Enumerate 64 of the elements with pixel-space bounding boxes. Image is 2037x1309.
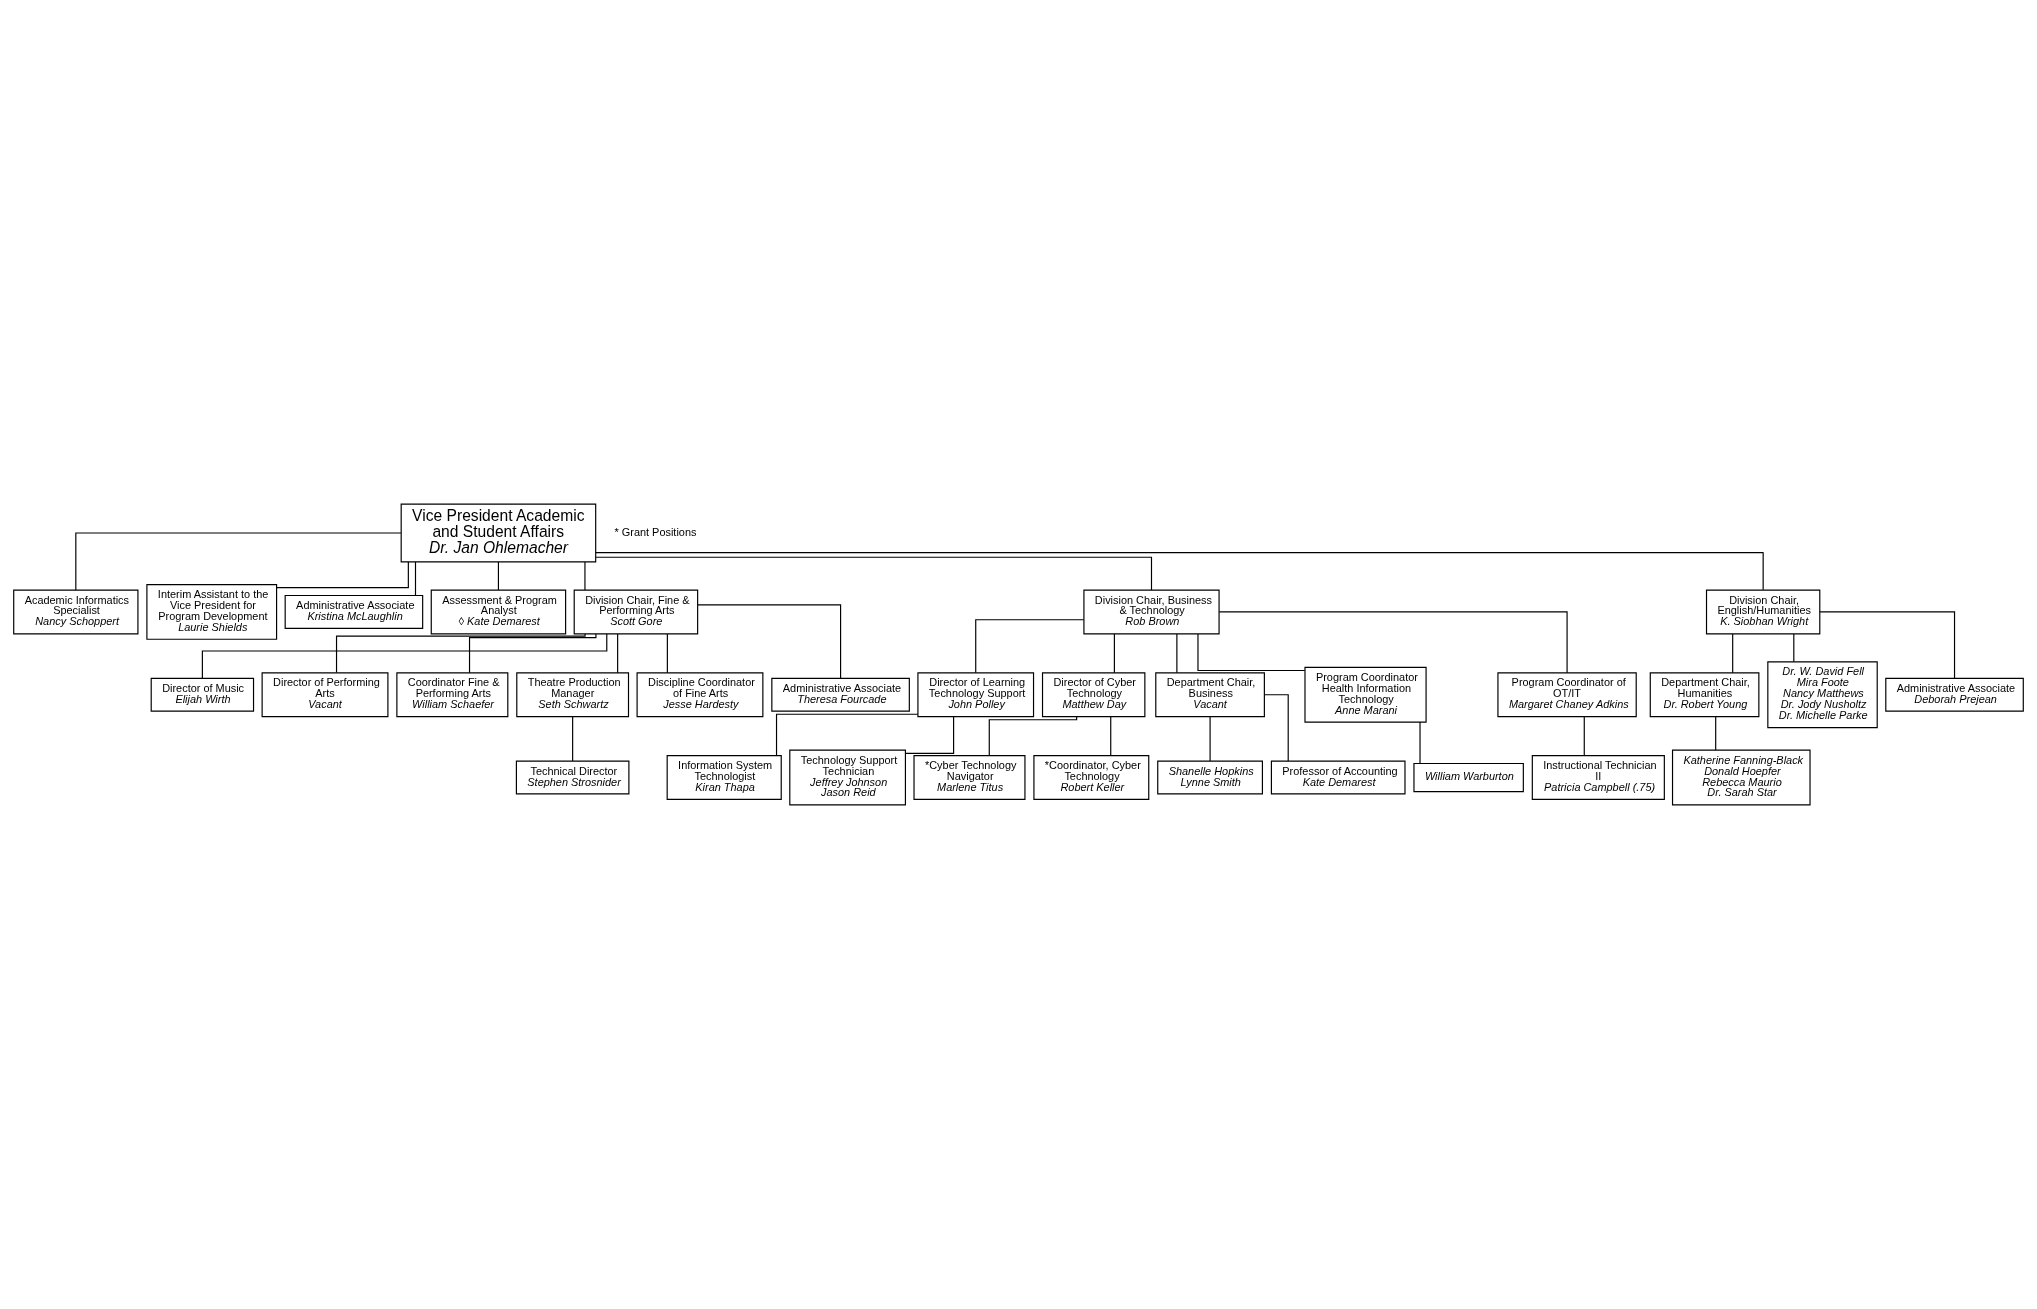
connector [1715,716,1717,751]
node-box: Division Chair, Business & Technology Rob Brown [1083,589,1220,635]
connector [572,716,574,762]
connector [75,532,402,591]
connector [1583,716,1585,757]
connector [1110,716,1112,757]
node-box: Administrative Associate Deborah Prejean [1885,677,2024,712]
connector [1732,633,1734,674]
node-box: Theatre Production Manager Seth Schwartz [516,672,630,718]
connector [617,633,619,674]
node-box: Instructional Technician II Patricia Campbell (.75) [1531,755,1665,800]
node-box: Vice President Academic and Student Affairs Dr. Jan Ohlemacher [400,503,597,563]
connector [697,604,842,679]
label: * Grant Positions [614,525,697,538]
connector [1176,633,1178,674]
node-box: Information System Technologist Kiran Thapa [666,755,782,800]
node-box: Department Chair, Business Vacant [1155,672,1265,718]
node-box: *Cyber Technology Navigator Marlene Titus [913,755,1026,800]
connector [1793,633,1795,663]
connector [1209,716,1211,762]
node-box: Discipline Coordinator of Fine Arts Jesse Hardesty [636,672,764,718]
node-box: Coordinator Fine & Performing Arts William Schaefer [396,672,509,718]
node-box: Academic Informatics Specialist Nancy Schoppert [13,589,139,635]
node-box: Interim Assistant to the Vice President for Program Development Laurie Shields [146,584,278,640]
node-box: Director of Performing Arts Vacant [261,672,389,718]
connector [468,633,597,674]
connector [775,713,919,756]
node-box: Technology Support Technician Jeffrey Johnson Jason Reid [789,749,906,806]
node-box: Director of Learning Technology Support John Polley [917,672,1035,718]
connector [595,551,1764,591]
connector [497,561,500,591]
connector [1113,633,1115,674]
connector [1197,633,1306,672]
connector [975,619,1085,674]
node-box: Director of Music Elijah Wirth [150,677,255,712]
connector [595,556,1153,591]
connector [905,716,955,754]
connector [988,716,1078,756]
connector [414,561,417,596]
node-box: Program Coordinator of OT/IT Margaret Chaney Adkins [1497,672,1637,718]
node-box: Administrative Associate Kristina McLaughlin [284,594,424,629]
connector [1263,694,1289,762]
connector [1819,611,1956,679]
node-box: Shanelle Hopkins Lynne Smith [1157,760,1263,795]
connector [1419,721,1421,765]
connector [666,633,668,674]
node-box: Administrative Associate Theresa Fourcade [771,677,910,712]
node-box: Program Coordinator Health Information Technology Anne Marani [1304,666,1427,723]
connector [276,561,409,589]
node-box: Division Chair, English/Humanities K. Siobhan Wright [1705,589,1821,635]
node-box: Division Chair, Fine & Performing Arts Scott Gore [573,589,699,635]
connector [335,633,586,674]
node-box: Director of Cyber Technology Matthew Day [1041,672,1146,718]
node-box: Professor of Accounting Kate Demarest [1270,760,1406,795]
node-box: Technical Director Stephen Strosnider [515,760,630,795]
connector [1218,611,1568,674]
node-box: William Warburton [1413,762,1524,793]
node-box: Department Chair, Humanities Dr. Robert Young [1649,672,1760,718]
node-box: *Coordinator, Cyber Technology Robert Keller [1033,755,1150,800]
node-box: Dr. W. David Fell Mira Foote Nancy Matthews Dr. Jody Nusholtz Dr. Michelle Parke [1767,661,1878,729]
connector [584,561,586,591]
connector [201,633,608,679]
node-box: Assessment & Program Analyst ◊ Kate Demarest [430,589,567,635]
node-box: Katherine Fanning-Black Donald Hoepfer Rebecca Maurio Dr. Sarah Star [1671,749,1811,806]
